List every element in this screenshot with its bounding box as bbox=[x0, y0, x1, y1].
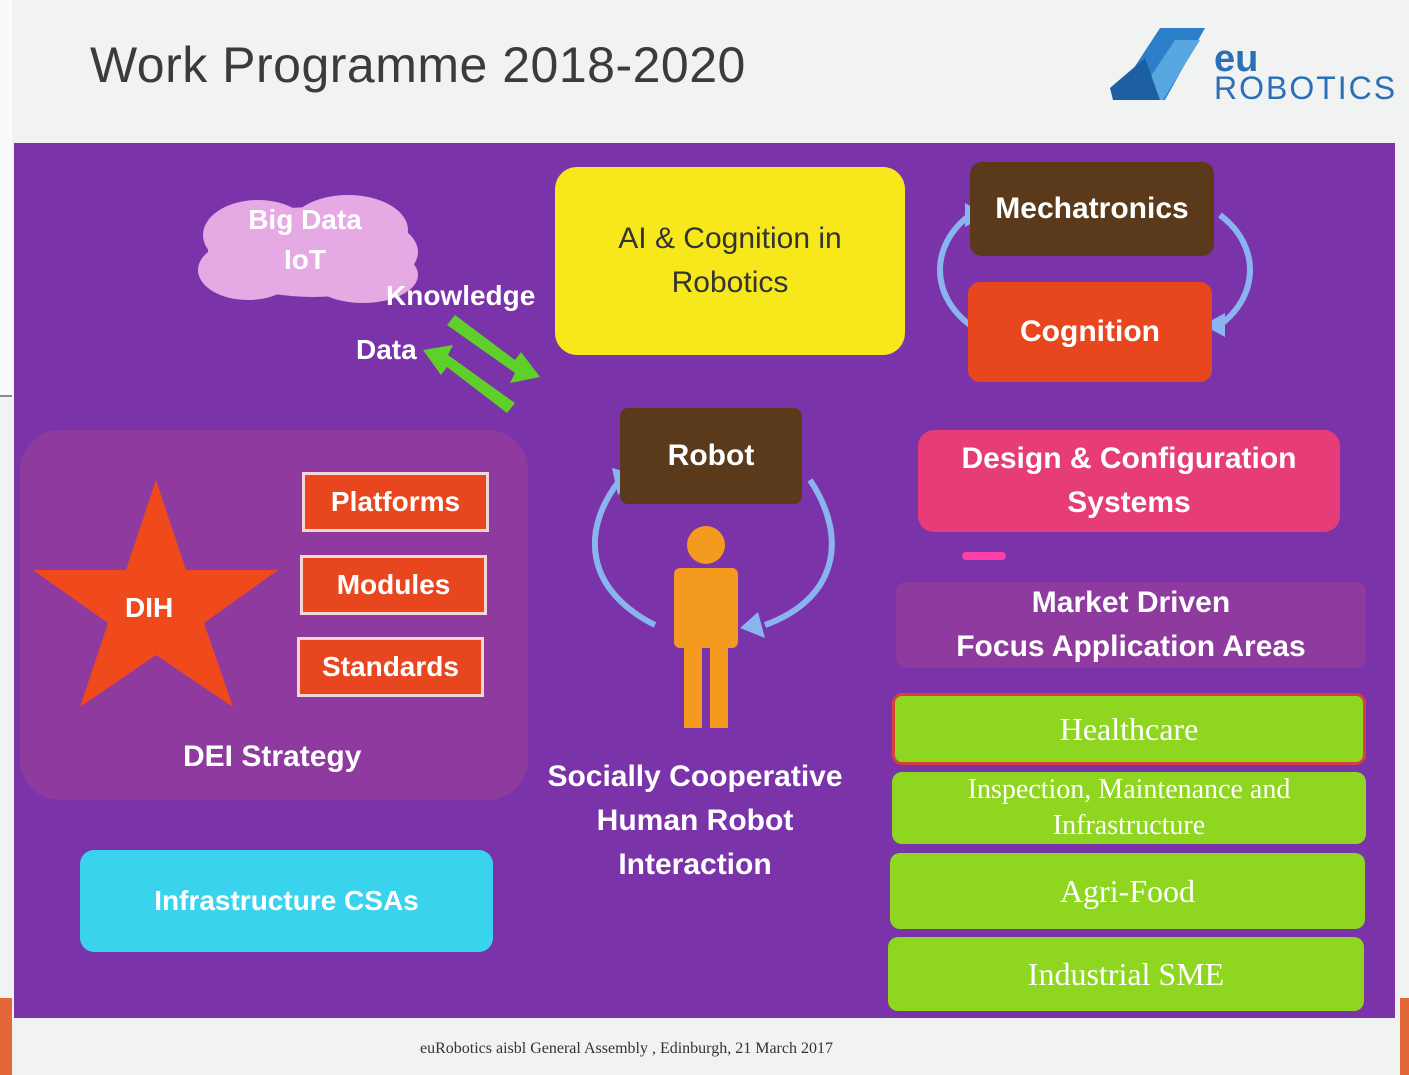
dih-star-icon bbox=[33, 480, 278, 707]
cognition-box: Cognition bbox=[968, 282, 1212, 382]
inspection-line-1: Inspection, Maintenance and bbox=[967, 774, 1291, 805]
adjacent-page-edge bbox=[0, 0, 12, 397]
logo-text-eu: eu bbox=[1214, 38, 1259, 80]
design-line-1: Design & Configuration bbox=[961, 442, 1297, 475]
market-line-1: Market Driven bbox=[1031, 586, 1231, 619]
pink-marker bbox=[962, 552, 1006, 560]
ai-cognition-box: AI & Cognition in Robotics bbox=[555, 167, 905, 355]
cloud-icon bbox=[198, 195, 418, 303]
cloud-line-1: Big Data bbox=[248, 204, 362, 235]
application-agri-food: Agri-Food bbox=[890, 853, 1365, 929]
right-orange-bar bbox=[1400, 998, 1409, 1075]
standards-box: Standards bbox=[297, 637, 484, 697]
ai-line-1: AI & Cognition in bbox=[618, 222, 842, 255]
design-line-2: Systems bbox=[1067, 486, 1191, 519]
design-configuration-box: Design & Configuration Systems bbox=[918, 430, 1340, 532]
cloud-label: Big Data IoT bbox=[215, 200, 395, 280]
left-orange-bar bbox=[0, 998, 12, 1075]
modules-box: Modules bbox=[300, 555, 487, 615]
application-healthcare: Healthcare bbox=[892, 693, 1366, 765]
knowledge-data-arrows-icon bbox=[423, 315, 540, 413]
human-figure-icon bbox=[674, 526, 738, 728]
social-line-3: Interaction bbox=[618, 848, 772, 881]
cloud-line-2: IoT bbox=[284, 244, 326, 275]
inspection-line-2: Infrastructure bbox=[1052, 810, 1206, 841]
application-industrial-sme: Industrial SME bbox=[888, 937, 1364, 1011]
knowledge-label: Knowledge bbox=[386, 280, 536, 311]
market-driven-box: Market Driven Focus Application Areas bbox=[896, 582, 1366, 668]
platforms-box: Platforms bbox=[302, 472, 489, 532]
market-line-2: Focus Application Areas bbox=[956, 630, 1306, 663]
dih-label: DIH bbox=[125, 592, 174, 623]
mechatronics-box: Mechatronics bbox=[970, 162, 1214, 256]
infrastructure-csas-box: Infrastructure CSAs bbox=[80, 850, 493, 952]
eurobotics-logo-icon bbox=[1110, 28, 1205, 100]
social-line-1: Socially Cooperative bbox=[547, 760, 843, 793]
logo-text-robotics: ROBOTICS bbox=[1214, 70, 1398, 106]
social-line-2: Human Robot bbox=[596, 804, 794, 837]
ai-line-2: Robotics bbox=[671, 266, 789, 299]
slide-footer: euRobotics aisbl General Assembly , Edin… bbox=[420, 1040, 833, 1057]
data-label: Data bbox=[356, 334, 417, 365]
social-interaction-label: Socially Cooperative Human Robot Interac… bbox=[540, 755, 850, 887]
slide-title: Work Programme 2018-2020 bbox=[90, 37, 746, 93]
application-inspection: Inspection, Maintenance and Infrastructu… bbox=[892, 772, 1366, 844]
dei-strategy-label: DEI Strategy bbox=[183, 740, 362, 773]
robot-box: Robot bbox=[620, 408, 802, 504]
